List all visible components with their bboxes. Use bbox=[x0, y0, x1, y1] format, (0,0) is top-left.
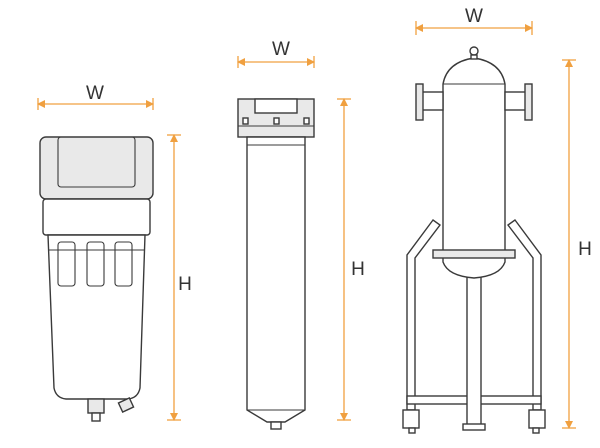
cartridge-filter: W H bbox=[237, 39, 365, 430]
compact-filter-cap bbox=[39, 136, 154, 200]
cartridge-filter-height-label: H bbox=[351, 259, 365, 280]
compact-filter-drain bbox=[87, 398, 105, 414]
flanged-vessel-body bbox=[442, 57, 506, 279]
compact-filter: W H bbox=[37, 83, 192, 422]
flanged-vessel-left-leg bbox=[406, 219, 441, 411]
cartridge-filter-width-label: W bbox=[272, 39, 290, 60]
flanged-vessel-height-label: H bbox=[578, 239, 592, 260]
flanged-vessel: W H bbox=[402, 6, 592, 434]
compact-filter-width-label: W bbox=[86, 83, 104, 104]
flanged-vessel-support-ring bbox=[432, 249, 516, 259]
flanged-vessel-outlet-flange bbox=[524, 83, 533, 121]
compact-filter-height-label: H bbox=[178, 274, 192, 295]
flanged-vessel-width-label: W bbox=[465, 6, 483, 27]
cartridge-filter-body bbox=[246, 136, 306, 423]
flanged-vessel-right-leg bbox=[507, 219, 542, 411]
flanged-vessel-inlet-flange bbox=[415, 83, 424, 121]
flanged-vessel-lifting-eye bbox=[469, 46, 479, 56]
compact-filter-bowl bbox=[47, 234, 146, 400]
compact-filter-collar bbox=[42, 198, 151, 236]
